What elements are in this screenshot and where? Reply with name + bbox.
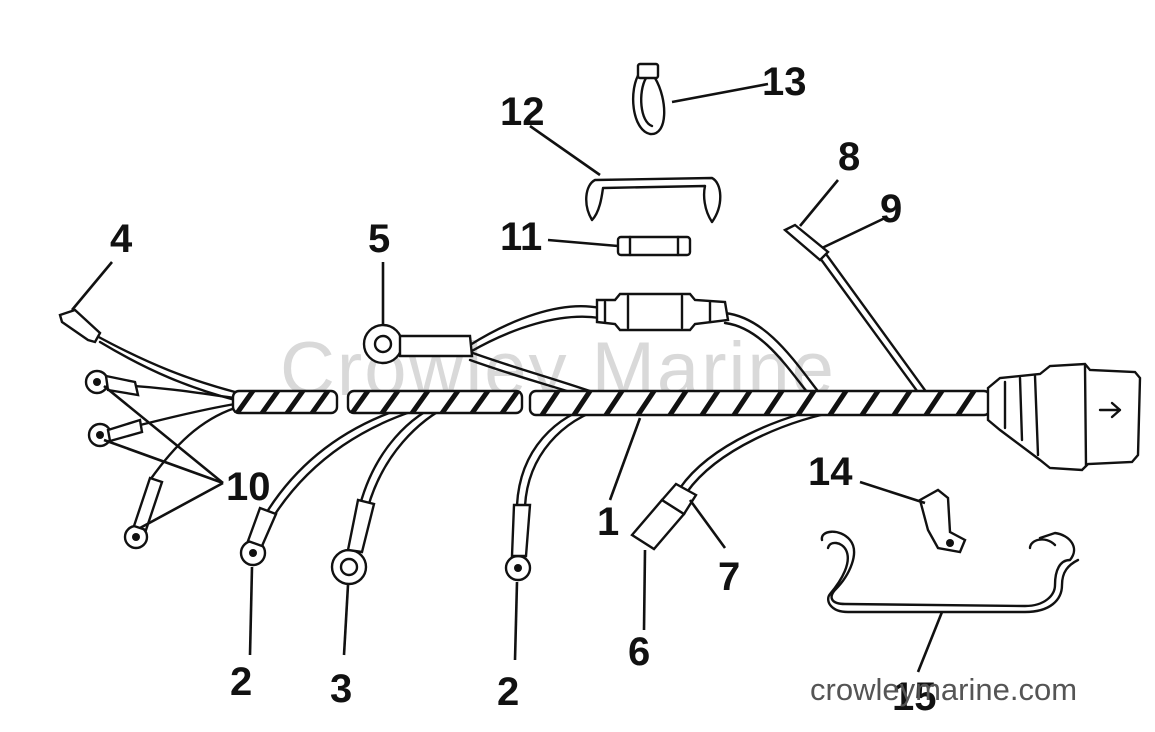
terminal-8: [782, 223, 830, 262]
callout-15: 15: [892, 675, 937, 719]
callout-11: 11: [500, 215, 542, 259]
callout-labels: 4 5 12 11 13 8 9 10 1 7 14 2 3 2 6 15: [110, 60, 937, 719]
callout-8: 8: [838, 135, 860, 179]
callout-12: 12: [500, 90, 545, 134]
bracket-14: [918, 488, 967, 554]
callout-7: 7: [718, 555, 740, 599]
ring-terminal-2-left: [239, 506, 278, 567]
ring-terminals-10: [84, 369, 164, 550]
callout-6: 6: [628, 630, 650, 674]
callout-14: 14: [808, 450, 853, 494]
callout-10: 10: [226, 465, 271, 509]
callout-4: 4: [110, 217, 133, 261]
callout-3: 3: [330, 667, 352, 711]
ring-terminal-3: [330, 498, 376, 586]
harness-connector-plug: [986, 362, 1142, 472]
connector-boot-7: [660, 482, 698, 516]
fuse-11: [616, 235, 692, 257]
site-footer: crowleymarine.com: [810, 672, 1078, 707]
leader-lines: [71, 82, 944, 673]
terminal-pin-4: [58, 308, 102, 344]
retainer-15: [820, 530, 1080, 614]
callout-5: 5: [368, 217, 390, 261]
callout-1: 1: [597, 500, 619, 544]
callout-2-right: 2: [497, 670, 519, 714]
callout-13: 13: [762, 60, 807, 104]
ring-terminal-2-right: [504, 503, 532, 582]
callout-9: 9: [880, 187, 902, 231]
harness-body: [231, 389, 992, 417]
fuse-holder: [595, 292, 730, 332]
clip-12: [585, 176, 722, 224]
callout-2-left: 2: [230, 660, 252, 704]
cable-tie-13: [632, 62, 666, 136]
